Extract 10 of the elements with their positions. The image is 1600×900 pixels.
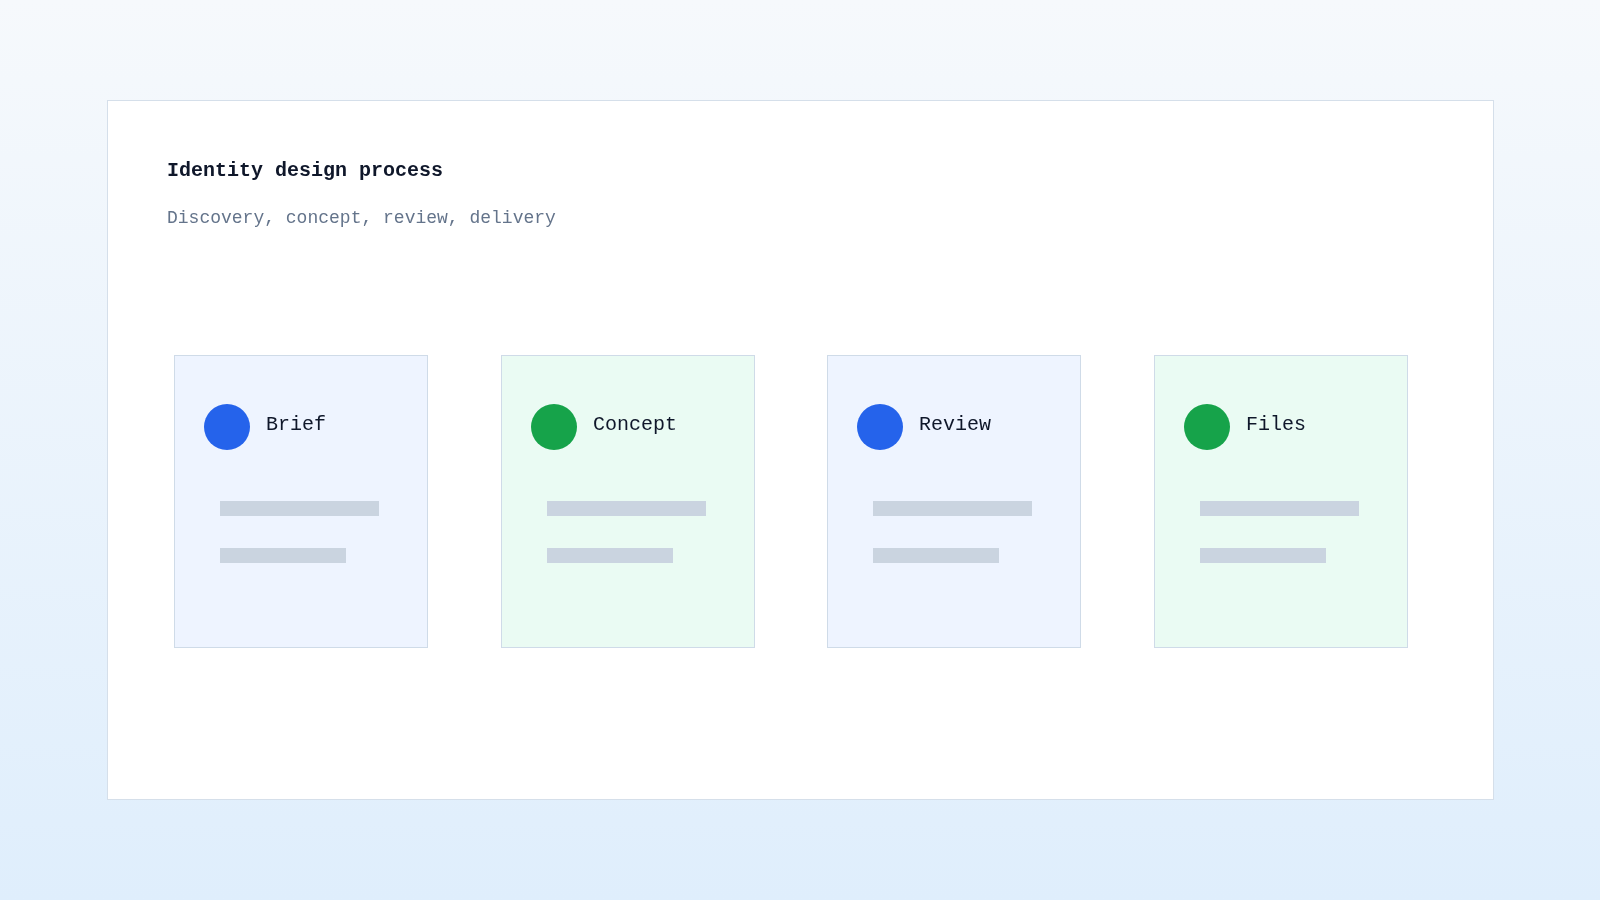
card-heading: Brief: [266, 413, 326, 437]
card-heading: Review: [919, 413, 991, 437]
process-card: [174, 355, 428, 648]
process-card: [1154, 355, 1408, 648]
subtitle: Discovery, concept, review, delivery: [167, 207, 556, 229]
process-card: [501, 355, 755, 648]
diagram-title: Identity design process: [167, 159, 444, 183]
card-heading: Files: [1246, 413, 1306, 437]
process-card: [827, 355, 1081, 648]
card-heading: Concept: [593, 413, 677, 437]
